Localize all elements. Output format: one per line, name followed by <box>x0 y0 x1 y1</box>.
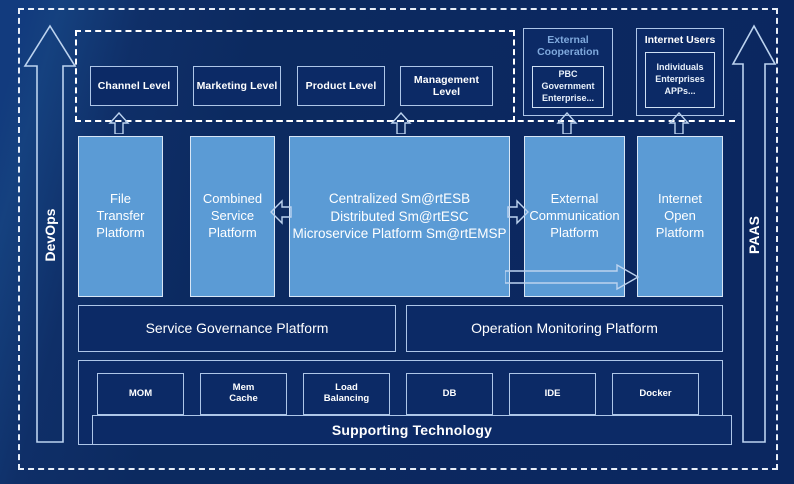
technology-box-mem-cache-line-1: Mem <box>232 382 255 394</box>
combined-to-center-arrow <box>270 198 292 226</box>
center-to-external-arrow <box>507 198 529 226</box>
technology-box-db[interactable]: DB <box>406 373 493 415</box>
channel-level-up-arrow <box>108 112 130 134</box>
technology-box-mem-cache[interactable]: Mem Cache <box>200 373 287 415</box>
governance-box-operation-monitoring[interactable]: Operation Monitoring Platform <box>406 305 723 352</box>
platform-card-internet-open-line-2: Open <box>664 208 696 224</box>
external-cooperation-inner: PBC Government Enterprise... <box>532 66 604 108</box>
platform-card-combined-service[interactable]: Combined Service Platform <box>190 136 275 297</box>
external-cooperation-up-arrow <box>556 112 578 134</box>
technology-box-load-balancing-line-2: Balancing <box>323 393 370 404</box>
technology-box-docker-label: Docker <box>639 387 672 399</box>
platform-card-combined-service-line-1: Combined <box>202 191 263 207</box>
level-box-management[interactable]: Management Level <box>400 66 493 106</box>
platform-card-file-transfer-line-3: Platform <box>96 224 145 240</box>
center-to-internet-open-arrow <box>505 264 640 292</box>
level-box-product[interactable]: Product Level <box>297 66 385 106</box>
supporting-technology-banner[interactable]: Supporting Technology <box>92 415 732 445</box>
platform-card-file-transfer-line-1: File <box>110 191 131 207</box>
technology-box-docker[interactable]: Docker <box>612 373 699 415</box>
technology-box-mom[interactable]: MOM <box>97 373 184 415</box>
internet-users-title: Internet Users <box>644 34 716 46</box>
platform-card-external-communication-line-3: Platform <box>550 224 599 240</box>
technology-box-load-balancing[interactable]: Load Balancing <box>303 373 390 415</box>
internet-users-up-arrow <box>668 112 690 134</box>
technology-box-ide-label: IDE <box>544 387 561 399</box>
level-box-product-label: Product Level <box>305 79 377 92</box>
platform-card-internet-open-line-1: Internet <box>657 191 703 207</box>
internet-users-box[interactable]: Internet Users Individuals Enterprises A… <box>636 28 724 116</box>
level-box-marketing-label: Marketing Level <box>196 79 278 92</box>
governance-box-service-governance-label: Service Governance Platform <box>145 320 329 337</box>
governance-box-operation-monitoring-label: Operation Monitoring Platform <box>471 320 658 337</box>
platform-card-centralized-esb-line-3: Microservice Platform Sm@rtEMSP <box>292 226 507 242</box>
external-cooperation-title: External Cooperation <box>537 34 599 59</box>
paas-arrow-label: PAAS <box>746 216 762 254</box>
technology-box-mom-label: MOM <box>128 387 153 399</box>
supporting-technology-banner-label: Supporting Technology <box>331 421 493 438</box>
platform-card-combined-service-line-2: Service <box>210 208 255 224</box>
platform-card-file-transfer[interactable]: File Transfer Platform <box>78 136 163 297</box>
platform-card-external-communication[interactable]: External Communication Platform <box>524 136 625 297</box>
outer-dashed-frame <box>18 8 778 470</box>
layer-separator-dashed-line <box>75 120 735 122</box>
platform-card-file-transfer-line-2: Transfer <box>96 208 145 224</box>
devops-arrow: DevOps <box>22 22 78 446</box>
platform-card-centralized-esb-line-1: Centralized Sm@rtESB <box>328 191 471 207</box>
level-box-management-label: Management Level <box>413 73 480 98</box>
external-cooperation-box[interactable]: External Cooperation PBC Government Ente… <box>523 28 613 116</box>
paas-arrow: PAAS <box>730 22 778 446</box>
platform-card-external-communication-line-1: External <box>550 191 599 207</box>
internet-users-inner: Individuals Enterprises APPs... <box>645 52 715 108</box>
management-level-up-arrow <box>390 112 412 134</box>
level-box-channel[interactable]: Channel Level <box>90 66 178 106</box>
level-box-channel-label: Channel Level <box>97 79 171 92</box>
platform-card-centralized-esb[interactable]: Centralized Sm@rtESB Distributed Sm@rtES… <box>289 136 510 297</box>
technology-box-db-label: DB <box>442 387 457 399</box>
level-box-marketing[interactable]: Marketing Level <box>193 66 281 106</box>
devops-arrow-label: DevOps <box>42 208 58 262</box>
governance-box-service-governance[interactable]: Service Governance Platform <box>78 305 396 352</box>
platform-card-internet-open[interactable]: Internet Open Platform <box>637 136 723 297</box>
technology-box-load-balancing-line-1: Load <box>335 382 358 394</box>
platform-card-centralized-esb-line-2: Distributed Sm@rtESC <box>330 208 469 224</box>
technology-box-ide[interactable]: IDE <box>509 373 596 415</box>
platform-card-internet-open-line-3: Platform <box>655 224 705 240</box>
technology-box-mem-cache-line-2: Cache <box>229 393 258 404</box>
platform-card-combined-service-line-3: Platform <box>208 224 257 240</box>
platform-card-external-communication-line-2: Communication <box>529 208 620 224</box>
